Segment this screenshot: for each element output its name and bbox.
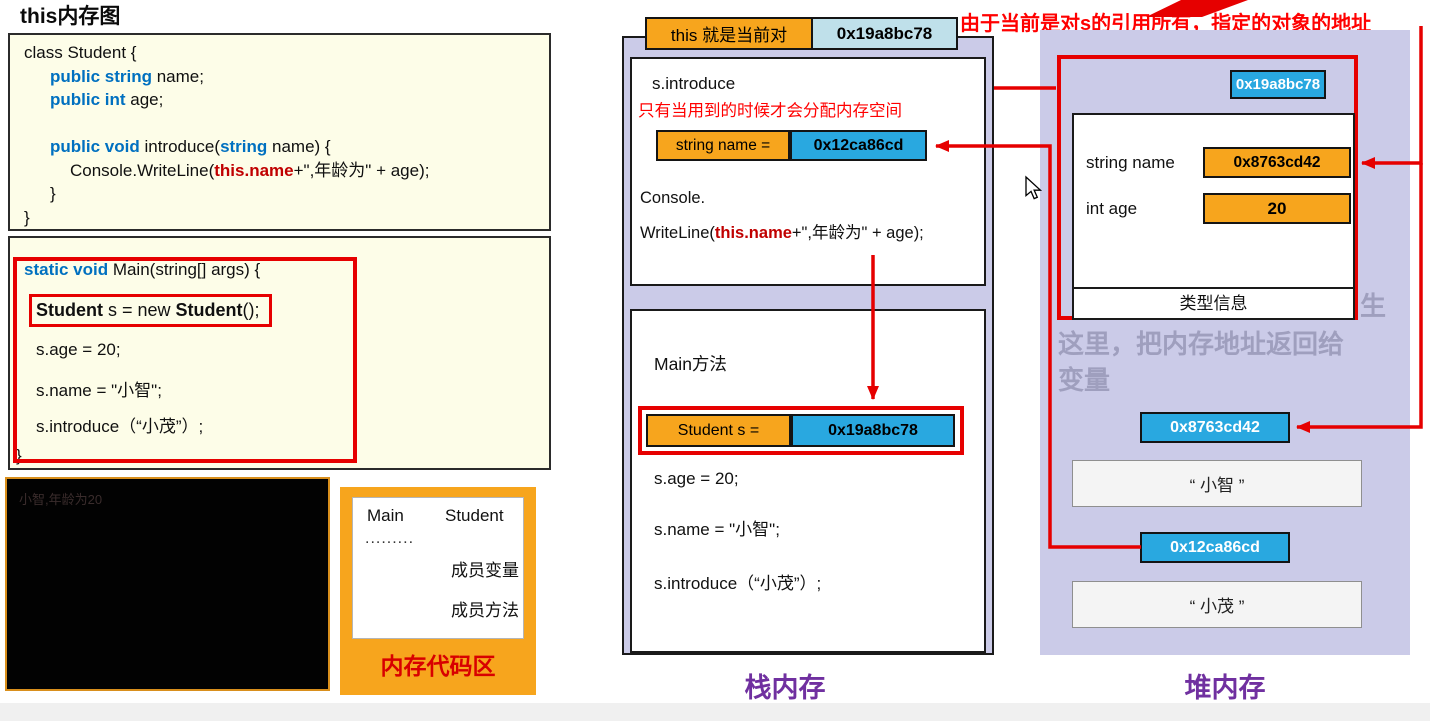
code-line: public void introduce(string name) {: [50, 137, 331, 156]
student-var-tag: Student s =: [646, 414, 791, 447]
student-address-tag: 0x19a8bc78: [791, 414, 955, 447]
code-line: public string name;: [50, 66, 204, 86]
keyword: static void: [24, 260, 109, 279]
field-string-name-value-tag: 0x8763cd42: [1203, 147, 1351, 178]
code-line-introduce: s.introduce（“小茂”）;: [654, 574, 822, 593]
type-token: Student: [175, 300, 243, 320]
memory-note: 只有当用到的时候才会分配内存空间: [638, 102, 902, 120]
member-method-label: 成员方法: [451, 601, 519, 620]
stack-caption: 栈内存: [744, 673, 826, 703]
heap-item1-value-box: “ 小智 ”: [1072, 460, 1362, 507]
code-area-dots: .........: [365, 530, 415, 547]
code-area-table: Main Student ......... 成员变量 成员方法: [352, 497, 524, 639]
console-panel: 小智,年龄为20: [5, 477, 330, 691]
class-code-panel: class Student { public string name; publ…: [8, 33, 551, 231]
code-line: s.introduce（“小茂”）;: [36, 417, 204, 436]
heap-item2-address-tag: 0x12ca86cd: [1140, 532, 1290, 563]
code-line: s.name = "小智";: [36, 381, 162, 400]
heap-annotation: 由于当前是对s的引用所有，指定的对象的地址: [960, 13, 1372, 35]
watermark-stray-char: 生: [1360, 291, 1387, 321]
code-line: static void Main(string[] args) {: [24, 260, 261, 279]
field-string-name-label: string name: [1086, 153, 1175, 172]
blank-line: [24, 112, 549, 136]
heap-item1-address-tag: 0x8763cd42: [1140, 412, 1290, 443]
heap-caption: 堆内存: [1184, 673, 1266, 703]
student-var-highlight: Student s = 0x19a8bc78: [638, 406, 964, 455]
code-line: Console.WriteLine(this.name+",年龄为" + age…: [70, 160, 430, 180]
code-line: }: [50, 184, 56, 203]
code-line: Student s = new Student();: [36, 300, 260, 320]
code-area-caption: 内存代码区: [380, 653, 496, 679]
this-address-tag: 0x19a8bc78: [811, 17, 958, 50]
bottom-strip: [0, 703, 1430, 721]
this-name-token: this.name: [714, 224, 792, 242]
heap-object-address-tag: 0x19a8bc78: [1230, 70, 1326, 99]
keyword: public string: [50, 66, 152, 86]
string-name-var-tag: string name =: [656, 130, 790, 161]
code-line: s.age = 20;: [36, 340, 121, 359]
console-output-text: 小智,年龄为20: [19, 492, 103, 507]
mouse-cursor: [1025, 175, 1043, 200]
heap-item2-value-box: “ 小茂 ”: [1072, 581, 1362, 628]
keyword: public void: [50, 137, 140, 156]
code-line: }: [16, 446, 22, 465]
code-area-main-label: Main: [367, 506, 404, 525]
this-label-tag: this 就是当前对: [645, 17, 813, 50]
watermark-text: 这里，把内存地址返回给 变量: [1058, 329, 1345, 395]
code-area-panel: Main Student ......... 成员变量 成员方法 内存代码区: [340, 487, 536, 695]
code-line: }: [24, 207, 30, 227]
heap-object-box: string name 0x8763cd42 int age 20 类型信息: [1072, 113, 1355, 320]
keyword: string: [220, 137, 268, 156]
main-method-highlight: [13, 257, 357, 463]
writeline-code-line: WriteLine(this.name+",年龄为" + age);: [640, 224, 924, 242]
field-int-age-label: int age: [1086, 199, 1138, 218]
new-student-highlight: [29, 294, 272, 327]
frame-title: s.introduce: [652, 74, 736, 93]
this-name-token: this.name: [214, 160, 294, 180]
field-int-age-value-tag: 20: [1203, 193, 1351, 224]
console-code-line: Console.: [640, 189, 706, 207]
type-info-footer: 类型信息: [1074, 287, 1353, 318]
code-line-name: s.name = "小智";: [654, 520, 780, 539]
code-area-student-label: Student: [445, 506, 504, 525]
type-token: Student: [36, 300, 103, 320]
frame-title: Main方法: [654, 354, 727, 374]
keyword: public int: [50, 90, 126, 109]
stack-frame-main: Main方法 Student s = 0x19a8bc78 s.age = 20…: [630, 309, 986, 653]
main-code-panel: static void Main(string[] args) { Studen…: [8, 236, 551, 470]
stack-frame-introduce: s.introduce 只有当用到的时候才会分配内存空间 string name…: [630, 57, 986, 286]
string-name-address-tag: 0x12ca86cd: [790, 130, 927, 161]
member-var-label: 成员变量: [451, 561, 519, 580]
code-line: public int age;: [50, 90, 164, 109]
code-line-age: s.age = 20;: [654, 469, 739, 488]
code-line: class Student {: [24, 43, 137, 62]
page-title: this内存图: [20, 5, 121, 28]
